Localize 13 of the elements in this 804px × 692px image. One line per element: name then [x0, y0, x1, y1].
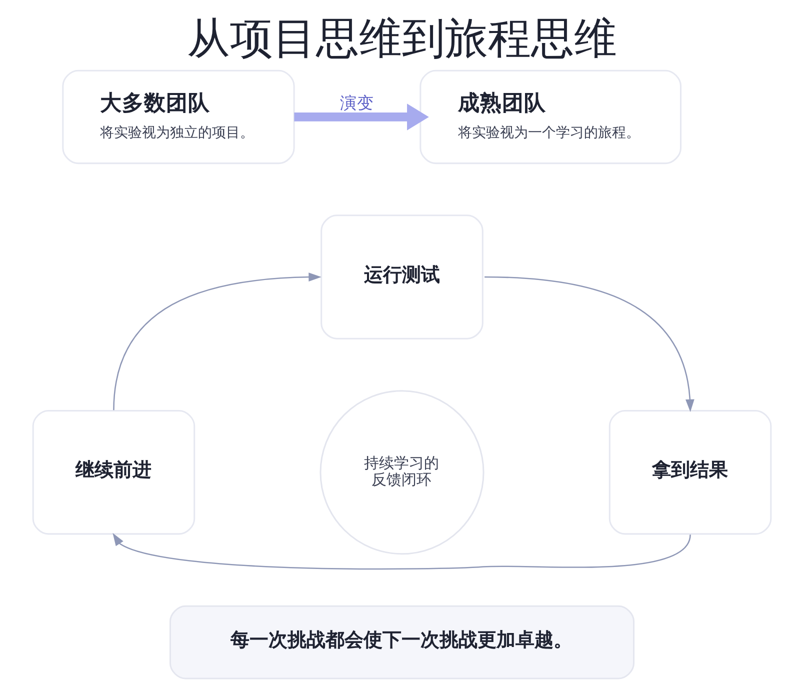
node-box: 拿到结果: [608, 410, 772, 535]
edge-label: 演变: [340, 94, 374, 113]
node-box: 继续前进: [32, 410, 196, 535]
diagram-title: 从项目思维到旅程思维: [187, 14, 617, 64]
node-box: 每一次挑战都会使下一次挑战更加卓越。: [169, 605, 635, 680]
node-box: 大多数团队 将实验视为独立的项目。: [62, 70, 295, 164]
node-box: 运行测试: [320, 214, 484, 340]
node-circle: 持续学习的反馈闭环: [320, 390, 484, 555]
arrow: [113, 272, 322, 410]
arrow: [294, 104, 429, 130]
node-box: 成熟团队 将实验视为一个学习的旅程。: [420, 70, 682, 164]
arrow: [484, 276, 694, 412]
arrow: [112, 532, 691, 570]
